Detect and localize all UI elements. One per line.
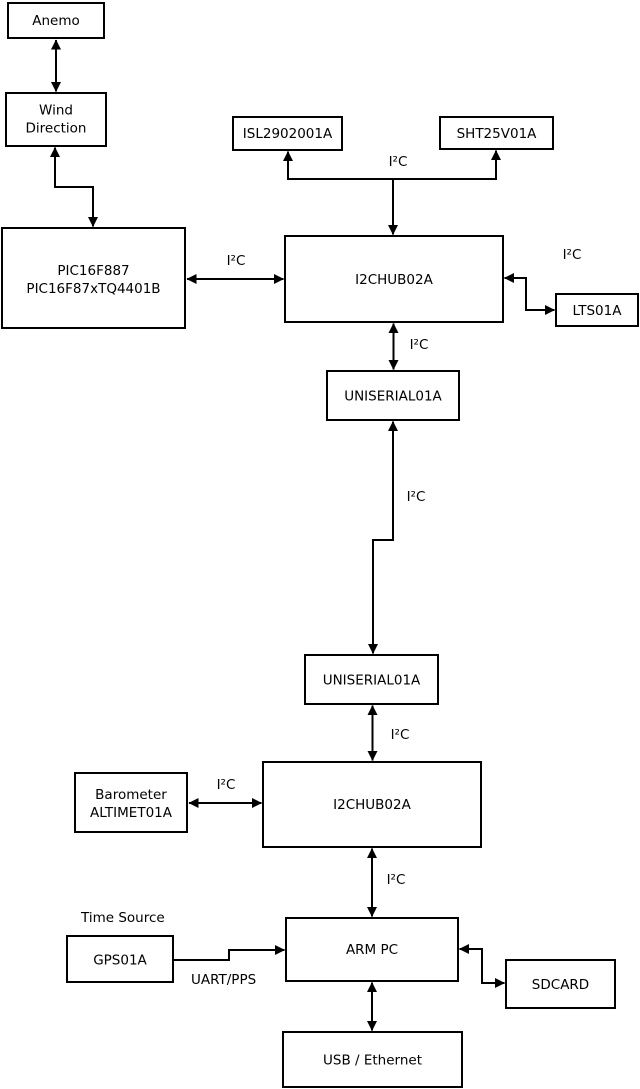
sdcard-box-rect	[505, 959, 616, 1009]
i2c-hub-top-box-rect	[284, 235, 504, 323]
uniserial-bottom-box-label: UNISERIAL01A	[323, 673, 421, 689]
isl-sensor-box-label: ISL2902001A	[243, 126, 333, 142]
i2c-label-pic-hub: I²C	[227, 253, 246, 269]
i2c-label-lts: I²C	[563, 247, 582, 263]
i2c-label-uniserial-link: I²C	[407, 489, 426, 505]
wind-direction-box-label-line1: Wind	[39, 103, 73, 119]
uniserial-top-box: UNISERIAL01A	[326, 370, 460, 421]
edge-arm-pc-sdcard	[459, 944, 505, 988]
pic-mcu-box-rect	[1, 227, 186, 329]
arm-pc-box: ARM PC	[285, 917, 459, 982]
arm-pc-box-label: ARM PC	[346, 942, 398, 958]
anemo-box-label: Anemo	[32, 13, 80, 29]
gps-box-rect	[66, 935, 174, 983]
usb-ethernet-box-label: USB / Ethernet	[323, 1053, 422, 1069]
pic-mcu-box-label-line1: PIC16F887	[57, 263, 129, 279]
i2c-label-barometer: I²C	[217, 777, 236, 793]
uniserial-bottom-box-rect	[304, 654, 439, 705]
wind-direction-box-label-line2: Direction	[26, 121, 87, 137]
sht-sensor-box-rect	[439, 116, 554, 150]
sdcard-box-label: SDCARD	[532, 977, 589, 993]
sht-sensor-box: SHT25V01A	[439, 116, 554, 150]
time-source-label: Time Source	[80, 910, 165, 926]
gps-box-label: GPS01A	[93, 953, 147, 969]
gps-box: GPS01A	[66, 935, 174, 983]
anemo-box-rect	[7, 2, 105, 39]
i2c-label-hub-uniserial: I²C	[410, 337, 429, 353]
usb-ethernet-box-rect	[282, 1031, 463, 1088]
barometer-box-label-line2: ALTIMET01A	[90, 805, 173, 821]
pic-mcu-box: PIC16F887 PIC16F87xTQ4401B	[1, 227, 186, 329]
sht-sensor-box-label: SHT25V01A	[457, 126, 538, 142]
pic-mcu-box-label-line2: PIC16F87xTQ4401B	[26, 281, 160, 297]
wind-direction-box: Wind Direction	[5, 92, 107, 147]
i2c-label-top-branch: I²C	[389, 154, 408, 170]
i2c-hub-top-box-label: I2CHUB02A	[355, 272, 433, 288]
uniserial-top-box-rect	[326, 370, 460, 421]
sdcard-box: SDCARD	[505, 959, 616, 1009]
i2c-hub-bottom-box: I2CHUB02A	[262, 761, 482, 848]
barometer-box: Barometer ALTIMET01A	[74, 772, 188, 833]
lts-sensor-box-rect	[555, 293, 639, 327]
uniserial-top-box-label: UNISERIAL01A	[344, 389, 442, 405]
barometer-box-rect	[74, 772, 188, 833]
barometer-box-label-line1: Barometer	[95, 787, 167, 803]
lts-sensor-box-label: LTS01A	[573, 303, 623, 319]
edge-uniserial-top-uniserial-bottom	[368, 421, 398, 654]
usb-ethernet-box: USB / Ethernet	[282, 1031, 463, 1088]
wind-direction-box-rect	[5, 92, 107, 147]
isl-sensor-box-rect	[232, 116, 343, 151]
i2c-hub-top-box: I2CHUB02A	[284, 235, 504, 323]
i2c-label-hub-arm-pc: I²C	[387, 872, 406, 888]
anemo-box: Anemo	[7, 2, 105, 39]
edge-hub-top-lts	[504, 273, 555, 315]
edge-gps-arm-pc	[173, 945, 285, 961]
i2c-hub-bottom-box-label: I2CHUB02A	[333, 797, 411, 813]
i2c-label-uniserial-hub-bottom: I²C	[391, 727, 410, 743]
uart-pps-label: UART/PPS	[191, 972, 256, 988]
isl-sensor-box: ISL2902001A	[232, 116, 343, 151]
edge-wind-direction-pic	[50, 147, 98, 227]
uniserial-bottom-box: UNISERIAL01A	[304, 654, 439, 705]
i2c-hub-bottom-box-rect	[262, 761, 482, 848]
arm-pc-box-rect	[285, 917, 459, 982]
lts-sensor-box: LTS01A	[555, 293, 639, 327]
